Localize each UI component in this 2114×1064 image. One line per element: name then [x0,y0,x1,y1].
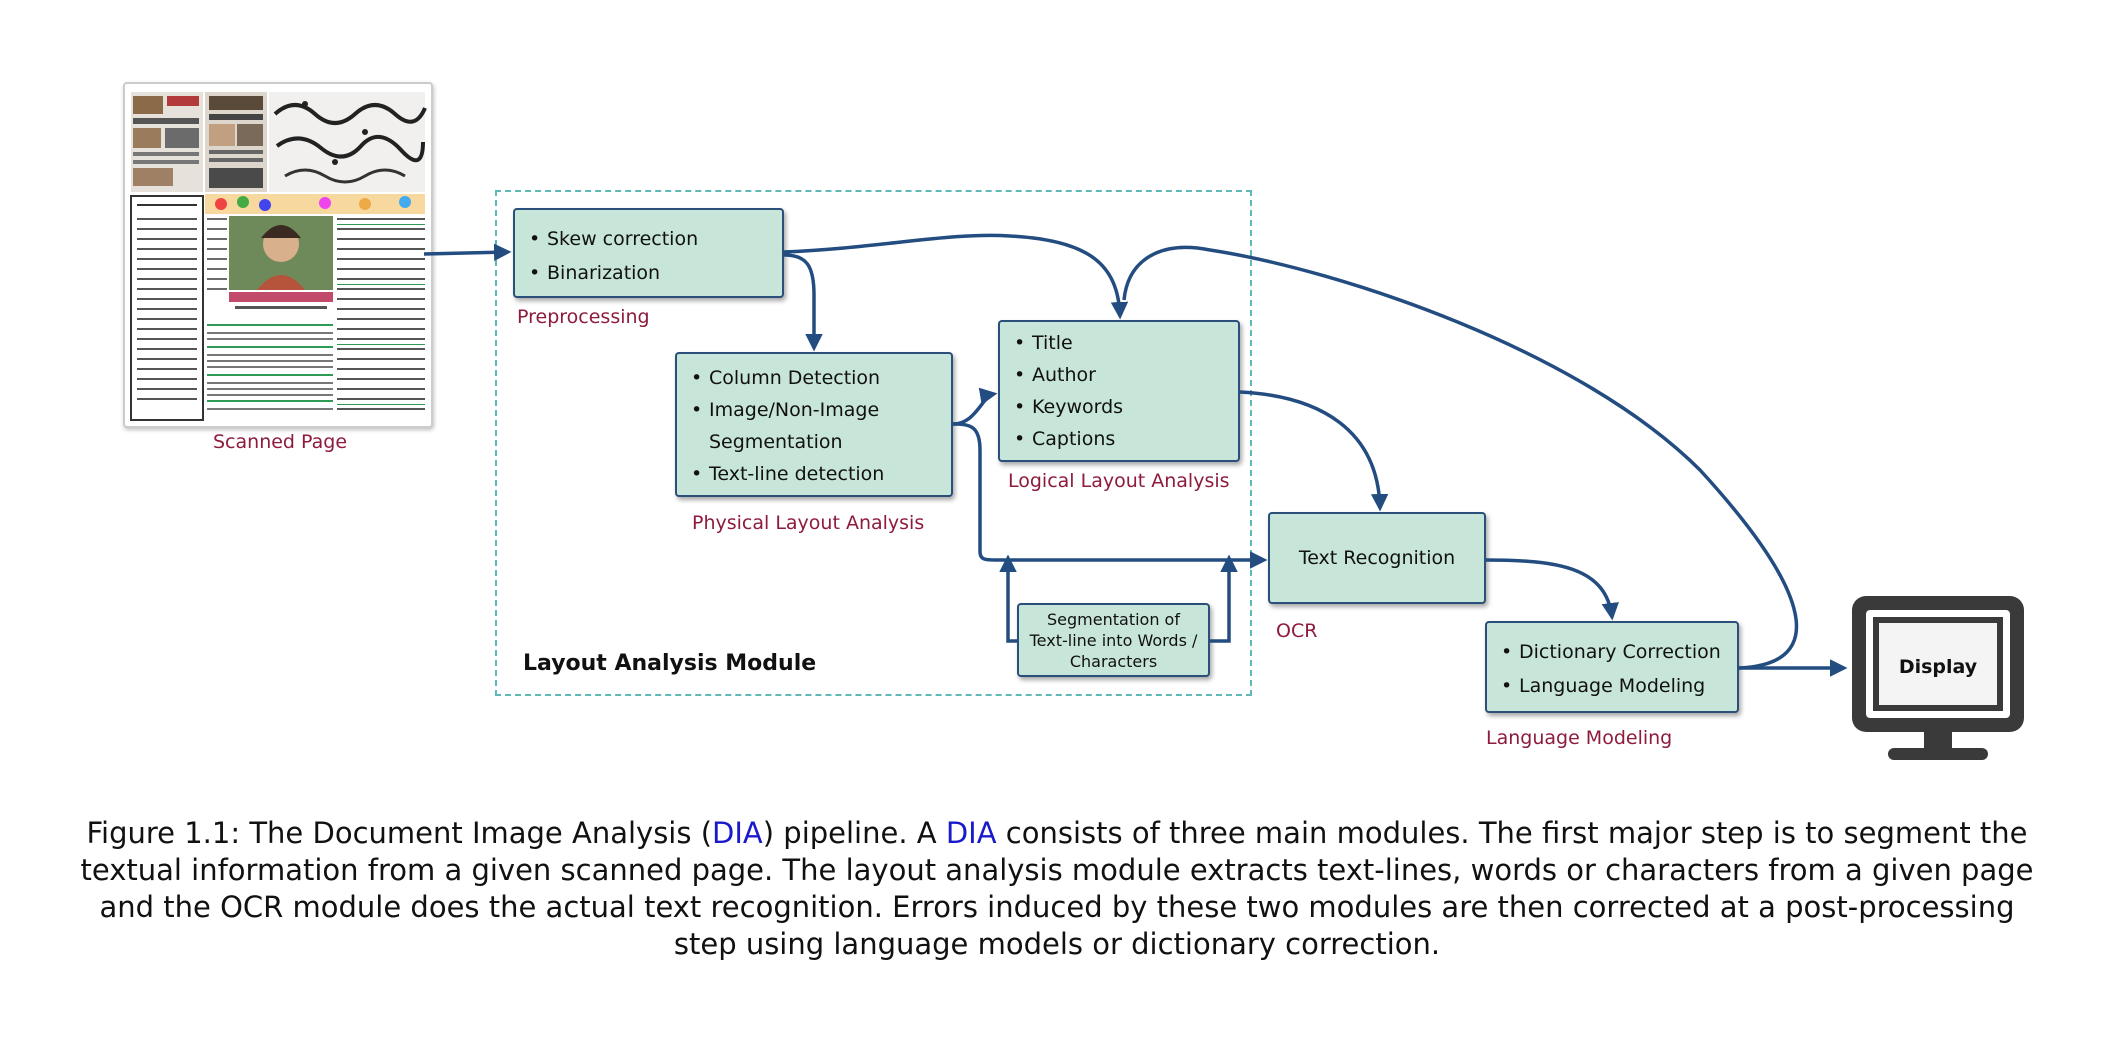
arrows-layer [423,233,1848,677]
arrow-preprocessing-to-physical [783,253,823,352]
preprocessing-item: Binarization [527,256,782,290]
caption-text: consists of three main modules. The firs… [80,816,2034,961]
logical-layout-box: Title Author Keywords Captions [998,320,1240,462]
language-modeling-item: Dictionary Correction [1499,635,1737,669]
preprocessing-box: Skew correction Binarization [513,208,784,298]
ocr-label: OCR [1276,620,1318,642]
arrow-segmentation-left-up [999,554,1017,643]
figure-caption: Figure 1.1: The Document Image Analysis … [70,815,2044,963]
caption-dia-link[interactable]: DIA [945,816,997,850]
scanned-page-label: Scanned Page [213,431,348,453]
segmentation-box: Segmentation of Text-line into Words / C… [1017,603,1210,677]
preprocessing-item: Skew correction [527,222,782,256]
arrow-language-feedback-to-logical [1122,245,1799,670]
text-recognition-box: Text Recognition [1268,512,1486,604]
preprocessing-label: Preprocessing [517,306,650,328]
logical-layout-item: Captions [1012,423,1238,455]
physical-layout-item: Image/Non-Image [689,394,951,426]
scanned-page-image [123,82,433,428]
arrow-scan-to-preprocessing [423,243,512,262]
arrow-preprocessing-to-logical [783,233,1129,320]
logical-layout-item: Title [1012,327,1238,359]
caption-text: ) pipeline. A [762,816,946,850]
layout-analysis-module-frame [495,190,1252,696]
segmentation-line: Characters [1069,651,1158,671]
display-label: Display [1898,656,1978,678]
segmentation-line: Segmentation of [1047,609,1180,629]
physical-layout-item: Column Detection [689,362,951,394]
logical-layout-item: Keywords [1012,391,1238,423]
caption-dia-link[interactable]: DIA [712,816,763,850]
language-modeling-box: Dictionary Correction Language Modeling [1485,621,1739,713]
arrow-physical-to-ocr [952,422,1268,569]
language-modeling-item: Language Modeling [1499,669,1737,703]
arrow-logical-to-ocr [1239,390,1389,512]
caption-text: Figure 1.1: The Document Image Analysis … [86,816,713,850]
arrow-segmentation-right-up [1210,554,1238,643]
layout-analysis-module-title: Layout Analysis Module [523,651,817,676]
display-monitor-icon [1848,592,2028,764]
physical-layout-item: Text-line detection [689,458,951,490]
logical-layout-label: Logical Layout Analysis [1008,470,1230,492]
language-modeling-label: Language Modeling [1486,727,1673,749]
physical-layout-item-continuation: Segmentation [709,431,843,453]
arrow-physical-to-logical [952,387,998,426]
dia-pipeline-diagram: Scanned Page Layout Analysis Module Skew… [0,0,2114,800]
physical-layout-box: Column Detection Image/Non-Image Segment… [675,352,953,497]
arrow-ocr-to-language [1485,558,1619,621]
text-recognition-text: Text Recognition [1298,547,1456,569]
logical-layout-item: Author [1012,359,1238,391]
physical-layout-label: Physical Layout Analysis [692,512,925,534]
segmentation-line: Text-line into Words / [1029,630,1198,650]
